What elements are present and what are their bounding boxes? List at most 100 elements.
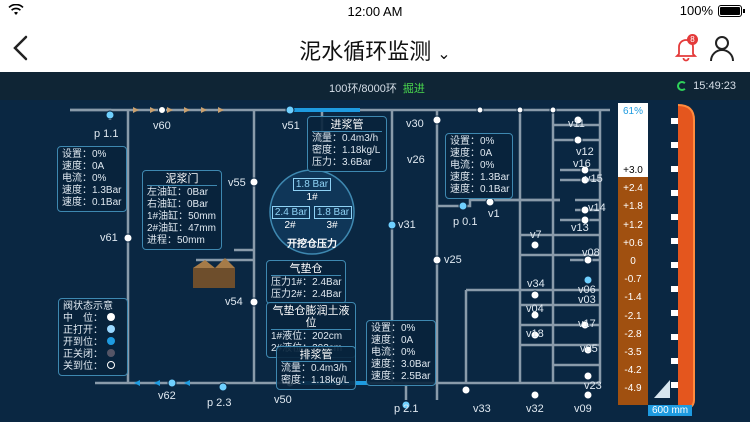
panel-row: 2#油缸：47mm [147,223,216,234]
valve-label-v23: v23 [584,380,602,392]
mud-gate-panel[interactable]: 泥浆门 左油缸：0Bar 右油缸：0Bar 1#油缸：50mm 2#油缸：47m… [142,170,222,250]
valve-label-v03: v03 [578,294,596,306]
info-bar: 100环/8000环掘进 15:49:23 [0,72,750,100]
valve-label-v33: v33 [473,403,491,415]
panel-row: 速度：0A [62,161,105,172]
valve-symbols[interactable] [105,105,593,410]
scale-top-value: 61% [618,103,648,121]
panel-row: 1#液位：202cm [271,331,343,342]
panel-row: 速度：0A [371,335,414,346]
panel-row: 设置：0% [450,136,495,147]
alarm-bell-icon[interactable]: 8 [674,34,698,62]
valve-label-v30: v30 [406,118,424,130]
valve-label-v04: v04 [526,303,544,315]
clock: 15:49:23 [677,80,736,92]
panel-row: 1#油缸：50mm [147,211,216,222]
legend-row-middle: 中 位： [63,313,123,325]
slurry-tank-icon [193,258,235,288]
panel-row: 流量：0.4m3/h [281,363,348,374]
scale-tick: +0.6 [623,237,643,249]
panel-row: 电流：0% [371,347,416,358]
gauge-label-1: 1# [306,192,318,203]
panel-row: 电流：0% [450,160,495,171]
legend-row-closing: 正关闭： [63,349,123,361]
panel-row: 压力1#：2.4Bar [271,277,342,288]
valve-label-p21: p 2.1 [394,403,419,415]
panel-row: 密度：1.18kg/L [312,145,381,156]
valve-label-v11: v11 [568,118,585,130]
panel-row: 压力：3.6Bar [312,157,372,168]
scale-tick: +3.0 [618,165,648,176]
status-bar: 12:00 AM 100% [0,0,750,24]
shield-body [678,105,694,410]
right-pump-panel[interactable]: 设置：0% 速度：0A 电流：0% 速度：1.3Bar 速度：0.1Bar [445,133,513,199]
battery-indicator: 100% [679,3,745,18]
nav-bar: 泥水循环监测⌄ 8 [0,24,750,72]
legend-row-open: 开到位： [63,337,123,349]
legend-label: 正打开： [63,325,103,336]
panel-row: 速度：1.3Bar [62,185,122,196]
discharge-pump-panel[interactable]: 设置：0% 速度：0A 电流：0% 速度：3.0Bar 速度：2.5Bar [366,320,436,386]
valve-label-v51: v51 [282,120,300,132]
valve-label-v62: v62 [158,390,176,402]
state-middle-icon [107,313,115,321]
back-chevron-icon[interactable] [10,34,32,62]
panel-row: 速度：0.1Bar [450,184,510,195]
panel-title: 排浆管 [281,349,351,362]
scale-tick: +1.2 [623,219,643,231]
scale-tick: -2.1 [624,310,642,322]
discharge-pipe-panel[interactable]: 排浆管 流量：0.4m3/h 密度：1.18kg/L [276,346,356,390]
gauge-caption: 开挖仓压力 [287,239,337,250]
panel-title: 泥浆门 [147,173,217,186]
valve-label-v06: v06 [578,284,596,296]
feed-pipe-panel[interactable]: 进浆管 流量：0.4m3/h 密度：1.18kg/L 压力：3.6Bar [307,116,387,172]
scale-tick: -3.5 [624,347,642,358]
panel-row: 进程：50mm [147,235,205,246]
valve-label-v55: v55 [228,177,246,189]
scale-bar [618,177,648,405]
scale-bottom-label: 600 mm [648,405,693,416]
gauge-pressure-1: 1.8 Bar [293,178,331,191]
panel-row: 速度：0A [450,148,493,159]
page-title[interactable]: 泥水循环监测⌄ [299,39,451,64]
scale-tick: +2.4 [623,183,643,195]
state-closing-icon [107,349,115,357]
valve-label-v26: v26 [407,154,425,166]
flow-arrows-top [133,107,224,113]
status-time: 12:00 AM [347,4,403,19]
panel-row: 压力2#：2.4Bar [271,289,342,300]
valve-label-v15: v15 [585,173,603,185]
scale-tick: -0.7 [624,274,642,286]
legend-row-opening: 正打开： [63,325,123,337]
valve-label-p01: p 0.1 [453,216,478,228]
air-chamber-panel[interactable]: 气垫仓 压力1#：2.4Bar 压力2#：2.4Bar [266,260,346,304]
refresh-icon [677,81,688,91]
battery-percent: 100% [679,3,713,18]
panel-row: 设置：0% [62,149,107,160]
valve-label-v32: v32 [526,403,544,415]
valve-label-v13: v13 [571,222,589,234]
chevron-down-icon[interactable]: ⌄ [437,46,451,63]
valve-label-v54: v54 [225,296,243,308]
gauge-label-3: 3# [326,220,338,231]
valve-label-v12: v12 [576,146,594,158]
panel-row: 速度：1.3Bar [450,172,510,183]
pressure-gauge[interactable]: 1.8 Bar 1# 2.4 Bar 1.8 Bar 2# 3# 开挖仓压力 [270,172,354,254]
valve-label-v34: v34 [527,278,545,290]
user-profile-icon[interactable] [708,34,736,62]
panel-row: 密度：1.18kg/L [281,375,350,386]
legend-label: 正关闭： [63,349,103,360]
scale-tick: 0 [630,256,636,267]
valve-label-v25: v25 [444,254,462,266]
valve-label-p11: p 1.1 [94,128,119,140]
battery-icon [718,4,745,17]
panel-row: 速度：0.1Bar [62,197,122,208]
valve-label-v60: v60 [153,120,171,132]
valve-label-v17: v17 [578,318,596,330]
left-pump-panel[interactable]: 设置：0% 速度：0A 电流：0% 速度：1.3Bar 速度：0.1Bar [57,146,127,212]
legend-row-closed: 关到位： [63,361,123,373]
legend-label: 开到位： [63,337,103,348]
gauge-label-2: 2# [284,220,296,231]
